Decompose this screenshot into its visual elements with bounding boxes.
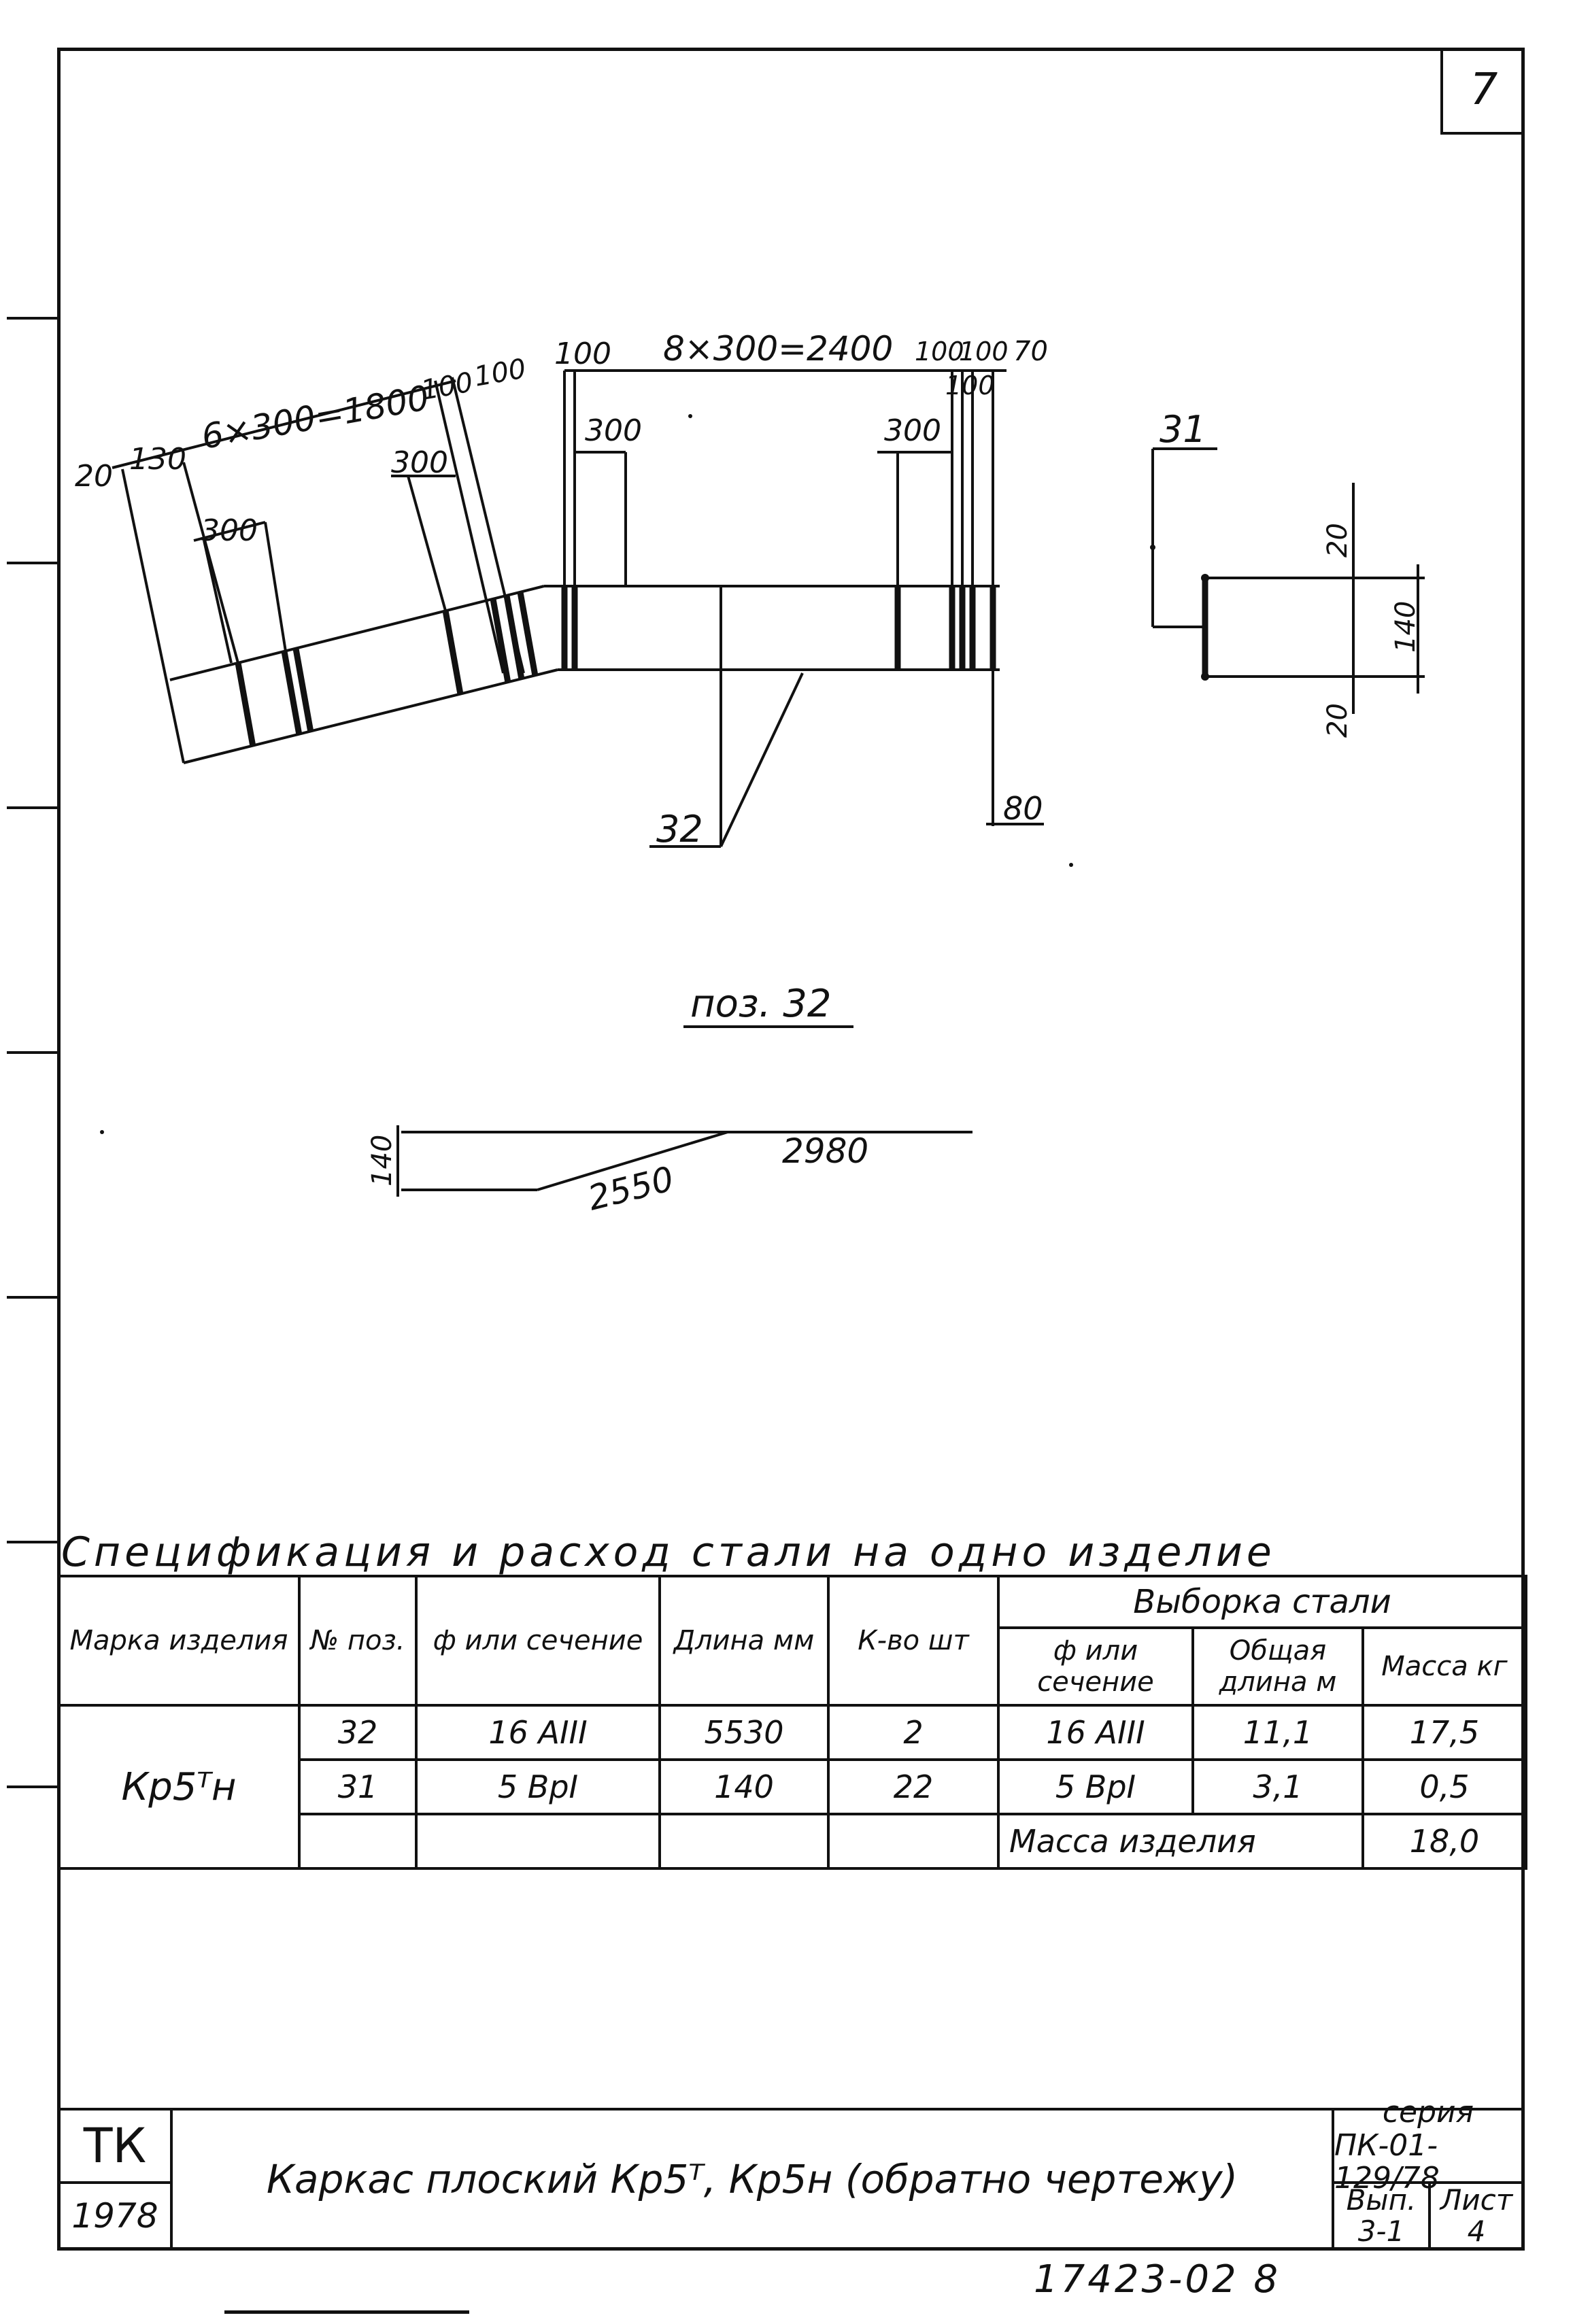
issue-value: 3-1 — [1357, 2215, 1405, 2248]
dim-100-m2: 100 — [959, 337, 1009, 366]
bar-top-inclined — [169, 585, 545, 681]
page-number: 7 — [1440, 48, 1525, 135]
dim-chain-mid: 8×300=2400 — [663, 329, 893, 369]
dim-300-left-a: 300 — [201, 513, 258, 548]
hdr-mark: Марка изделия — [57, 1575, 301, 1707]
total-value: 18,0 — [1361, 1813, 1527, 1870]
pos-31-label: 31 — [1160, 408, 1206, 451]
spec-table: Марка изделия № поз. ф или сечение Длина… — [57, 1575, 1527, 1870]
binding-tick — [7, 806, 57, 809]
dim-140: 140 — [1390, 601, 1421, 653]
hdr-pos: № поз. — [298, 1575, 418, 1707]
table-row: Кр5ᵀн 32 16 АIII 5530 2 16 АIII 11,1 17,… — [57, 1704, 1527, 1870]
binding-tick — [7, 1541, 57, 1543]
frame-drawing: 20 130 6×300=1800 100 100 300 300 100 8×… — [75, 329, 1425, 1218]
dim-100-mid: 100 — [554, 337, 611, 371]
sheet-value: 4 — [1467, 2215, 1486, 2248]
cell-qty: 2 — [827, 1704, 1000, 1761]
title-block: ТК 1978 Каркас плоский Кр5ᵀ, Кр5н (обрат… — [57, 2096, 1525, 2251]
archive-code: 17423-02 8 — [1034, 2257, 1281, 2302]
binding-tick — [7, 562, 57, 564]
dim-300-left-b: 300 — [391, 445, 448, 480]
dim-80: 80 — [1003, 790, 1043, 827]
dim-100-m3: 100 — [945, 371, 995, 400]
hdr-sel-section: ф или сечение — [997, 1626, 1194, 1707]
cell-total-length: 3,1 — [1191, 1758, 1364, 1815]
series-label: серия — [1382, 2095, 1474, 2130]
stamp-title: Каркас плоский Кр5ᵀ, Кр5н (обратно черте… — [170, 2108, 1334, 2251]
stamp-org: ТК — [57, 2108, 173, 2184]
dim-100-b: 100 — [472, 353, 528, 393]
cell-mass: 0,5 — [1361, 1758, 1527, 1815]
dim-100-a: 100 — [419, 366, 475, 407]
cell-mass: 17,5 — [1361, 1704, 1527, 1761]
detail-dim-2550: 2550 — [584, 1159, 678, 1218]
sheet-label: Лист — [1440, 2183, 1513, 2217]
binding-tick — [7, 1296, 57, 1299]
pos-32-label: 32 — [656, 808, 703, 851]
binding-tick — [7, 1051, 57, 1054]
scan-artifact-line — [224, 2310, 469, 2314]
cell-section: 5 ВрI — [415, 1758, 661, 1815]
dim-20-top: 20 — [1322, 523, 1353, 558]
stamp-issue: Вып. 3-1 — [1332, 2181, 1431, 2251]
hdr-mass: Масса кг — [1361, 1626, 1527, 1707]
cell-length: 140 — [658, 1758, 830, 1815]
series-value: ПК-01-129/78 — [1334, 2128, 1440, 2196]
dim-300-mid-b: 300 — [884, 413, 941, 448]
hdr-total-length: Общая длина м — [1191, 1626, 1364, 1707]
hdr-section: ф или сечение — [415, 1575, 661, 1707]
detail-title: поз. 32 — [690, 982, 832, 1026]
dim-20-bottom: 20 — [1322, 703, 1353, 738]
dim-130: 130 — [129, 442, 186, 477]
hdr-qty: К-во шт — [827, 1575, 1000, 1707]
detail-dim-140: 140 — [367, 1135, 398, 1186]
stamp-year: 1978 — [57, 2181, 173, 2251]
dim-300-mid-a: 300 — [585, 413, 642, 448]
table-row-total: Масса изделия 18,0 — [58, 1813, 1527, 1870]
issue-label: Вып. — [1346, 2183, 1417, 2217]
table-row: 31 5 ВрI 140 22 5 ВрI 3,1 0,5 — [58, 1758, 1527, 1815]
dim-20: 20 — [75, 459, 113, 494]
cell-qty: 22 — [827, 1758, 1000, 1815]
detail-dim-2980: 2980 — [782, 1131, 868, 1171]
spec-title: Спецификация и расход стали на одно изде… — [61, 1528, 1276, 1576]
cell-pos: 31 — [298, 1758, 418, 1815]
cell-total-length: 11,1 — [1191, 1704, 1364, 1761]
binding-tick — [7, 1785, 57, 1788]
bar-bottom-inclined — [183, 668, 558, 764]
mark-cell: Кр5ᵀн — [57, 1704, 301, 1870]
binding-tick — [7, 317, 57, 320]
stamp-series: серия ПК-01-129/78 — [1332, 2096, 1525, 2195]
stamp-sheet: Лист 4 — [1428, 2181, 1525, 2251]
cell-sel-section: 5 ВрI — [997, 1758, 1194, 1815]
cell-sel-section: 16 АIII — [997, 1704, 1194, 1761]
cell-length: 5530 — [658, 1704, 830, 1761]
dim-100-m1: 100 — [915, 337, 964, 366]
hdr-length: Длина мм — [658, 1575, 830, 1707]
cell-pos: 32 — [298, 1704, 418, 1761]
hdr-selection: Выборка стали — [997, 1575, 1527, 1629]
dim-70: 70 — [1013, 336, 1048, 367]
total-label: Масса изделия — [997, 1813, 1364, 1870]
cell-section: 16 АIII — [415, 1704, 661, 1761]
